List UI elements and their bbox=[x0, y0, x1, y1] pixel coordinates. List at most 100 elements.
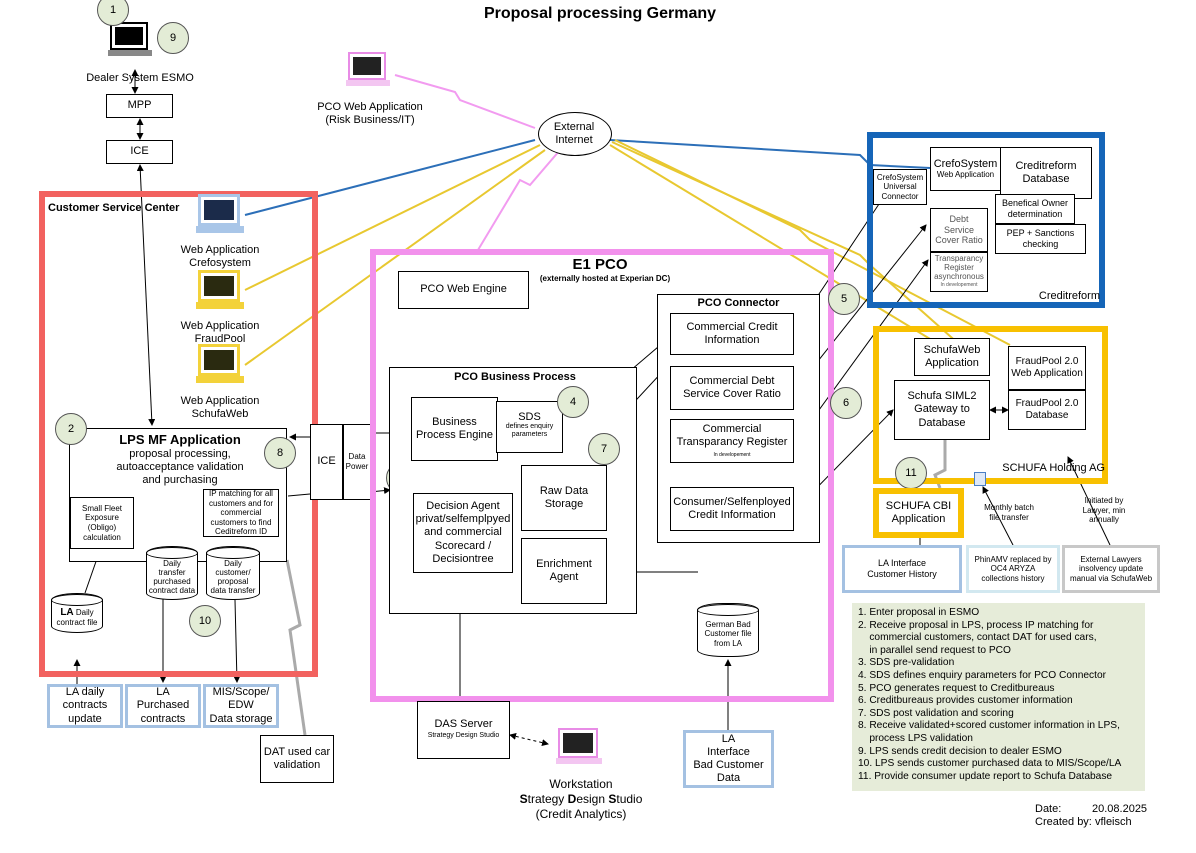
marker-9: 9 bbox=[157, 22, 189, 54]
monthly-batch-label: Monthly batch file transfer bbox=[984, 503, 1034, 522]
lps-subtitle: proposal processing, autoacceptance vali… bbox=[116, 448, 244, 487]
dscr-box: Debt Service Cover Ratio bbox=[930, 208, 988, 252]
web-crefo-label: Web Application Crefosystem bbox=[180, 244, 260, 270]
ice-top-box: ICE bbox=[106, 140, 173, 164]
cloud-icon bbox=[538, 112, 612, 156]
web-schufa-label: Web Application SchufaWeb bbox=[180, 395, 260, 421]
dealer-label: Dealer System ESMO bbox=[86, 72, 194, 84]
step-item: 2. Receive proposal in LPS, process IP m… bbox=[858, 619, 1094, 631]
schufaweb-app-box: SchufaWeb Application bbox=[914, 338, 990, 376]
la-daily-contracts-box: LA daily contracts update bbox=[47, 684, 123, 728]
pco-webapp-computer-icon bbox=[346, 52, 390, 88]
mpp-box: MPP bbox=[106, 94, 173, 118]
pco-web-engine-box: PCO Web Engine bbox=[398, 271, 529, 309]
schufa-cbi-box: SCHUFA CBI Application bbox=[880, 494, 957, 532]
bpe-box: Business Process Engine bbox=[411, 397, 498, 461]
footer-date: Date: 20.08.2025 bbox=[1035, 803, 1175, 815]
marker-10: 10 bbox=[189, 605, 221, 637]
initiated-label: Initiated by Lawyer, min annually bbox=[1082, 496, 1126, 525]
german-bad-cylinder: German Bad Customer file from LA bbox=[697, 603, 759, 657]
link-internet-schufa bbox=[609, 144, 941, 346]
step-item: 1. Enter proposal in ESMO bbox=[858, 607, 980, 618]
das-server-sub: Strategy Design Studio bbox=[427, 732, 500, 739]
file-icon bbox=[974, 472, 986, 486]
steps-legend: 1. Enter proposal in ESMO 2. Receive pro… bbox=[852, 603, 1145, 791]
internet-label: External Internet bbox=[553, 121, 595, 147]
step-item: 7. SDS post validation and scoring bbox=[858, 707, 1014, 719]
marker-5: 5 bbox=[828, 283, 860, 315]
step-item: 8. Receive validated+scored customer inf… bbox=[858, 720, 1120, 732]
schufa-frame bbox=[873, 326, 1108, 484]
step-item: 5. PCO generates request to Creditbureau… bbox=[858, 682, 1055, 694]
transparency-label: Transparancy Register asynchronous bbox=[934, 254, 984, 282]
link-schufaweb-internet bbox=[244, 149, 546, 366]
created-label: Created by: bbox=[1035, 816, 1092, 828]
created-value: vfleisch bbox=[1094, 816, 1132, 828]
step-item: process LPS validation bbox=[858, 732, 973, 744]
link-internet-creditreform bbox=[609, 139, 931, 169]
ice-mid-box: ICE bbox=[310, 424, 343, 500]
date-label: Date: bbox=[1035, 803, 1062, 815]
step-item: commercial customers, contact DAT for us… bbox=[858, 632, 1097, 644]
e1-pco-frame bbox=[370, 249, 834, 702]
pep-sanctions-box: PEP + Sanctions checking bbox=[995, 224, 1086, 254]
marker-1: 1 bbox=[97, 0, 129, 26]
crefo-universal-box: CrefoSystem Universal Connector bbox=[873, 169, 927, 205]
web-fraud-label: Web Application FraudPool bbox=[180, 320, 260, 346]
marker-2: 2 bbox=[55, 413, 87, 445]
marker-8: 8 bbox=[264, 437, 296, 469]
mis-storage-box: MIS/Scope/ EDW Data storage bbox=[203, 684, 279, 728]
step-item: 11. Provide consumer update report to Sc… bbox=[858, 770, 1113, 782]
step-item: 9. LPS sends credit decision to dealer E… bbox=[858, 745, 1062, 757]
la-bad-customer-box: LA Interface Bad Customer Data bbox=[683, 730, 774, 788]
workstation-line3: (Credit Analytics) bbox=[535, 807, 627, 821]
connector-title: PCO Connector bbox=[697, 297, 780, 309]
data-power-box: Data Power bbox=[343, 424, 371, 500]
siml2-box: Schufa SIML2 Gateway to Database bbox=[894, 380, 990, 440]
transparency-dev: In developement bbox=[940, 281, 978, 288]
sds-sub: defines enquiry parameters bbox=[505, 423, 554, 439]
link-fraud-internet bbox=[244, 144, 541, 291]
workstation-line1: Workstation bbox=[549, 777, 613, 791]
marker-7: 7 bbox=[588, 433, 620, 465]
link-internet-webengine bbox=[477, 149, 561, 251]
sds-box: SDS defines enquiry parameters bbox=[496, 401, 563, 453]
business-process-title: PCO Business Process bbox=[454, 371, 576, 383]
la-daily-text: Daily contract file bbox=[56, 607, 98, 628]
small-fleet-box: Small Fleet Exposure (Obligo) calculatio… bbox=[70, 497, 134, 549]
lps-title: LPS MF Application bbox=[119, 432, 241, 447]
creditreform-label: Creditreform bbox=[1038, 290, 1100, 302]
crefosystem-box: CrefoSystem Web Application bbox=[930, 147, 1001, 191]
schufa-cbi-frame bbox=[873, 488, 964, 538]
date-value: 20.08.2025 bbox=[1092, 803, 1148, 815]
sds-label: SDS bbox=[518, 411, 541, 423]
dat-used-car-box: DAT used car validation bbox=[260, 735, 334, 783]
e1-subtitle: (externally hosted at Experian DC) bbox=[539, 274, 671, 283]
la-purchased-box: LA Purchased contracts bbox=[125, 684, 201, 728]
schufaweb-computer-icon bbox=[196, 344, 244, 384]
link-pco-webapp-internet bbox=[394, 74, 536, 129]
beneficial-owner-box: Benefical Owner determination bbox=[995, 194, 1075, 224]
external-lawyers-box: External Lawyers insolvency update manua… bbox=[1062, 545, 1160, 593]
daily-transfer-cylinder: Daily transfer purchased contract data bbox=[146, 546, 198, 600]
creditreform-frame bbox=[867, 132, 1105, 308]
crefo-computer-icon bbox=[196, 194, 244, 234]
enrichment-agent-box: Enrichment Agent bbox=[521, 538, 607, 604]
step-item: in parallel send request to PCO bbox=[858, 644, 1011, 656]
page-title: Proposal processing Germany bbox=[483, 5, 717, 22]
fraudpool-web-box: FraudPool 2.0 Web Application bbox=[1008, 346, 1086, 390]
link-lps-dat bbox=[285, 559, 307, 736]
raw-data-box: Raw Data Storage bbox=[521, 465, 607, 531]
das-server-box: DAS Server Strategy Design Studio bbox=[417, 701, 510, 759]
pco-webapp-label: PCO Web Application (Risk Business/IT) bbox=[317, 101, 423, 127]
link-crefo-internet bbox=[244, 139, 536, 216]
marker-11: 11 bbox=[895, 457, 927, 489]
csc-title: Customer Service Center bbox=[48, 202, 180, 214]
schufa-label: SCHUFA Holding AG bbox=[1002, 462, 1105, 474]
marker-4: 4 bbox=[557, 386, 589, 418]
crefosystem-sub: Web Application bbox=[936, 170, 995, 179]
step-item: 6. Creditbureaus provides customer infor… bbox=[858, 695, 1073, 707]
la-daily-bold: LA bbox=[60, 606, 74, 618]
step-item: 3. SDS pre-validation bbox=[858, 657, 955, 669]
fraudpool-computer-icon bbox=[196, 270, 244, 310]
